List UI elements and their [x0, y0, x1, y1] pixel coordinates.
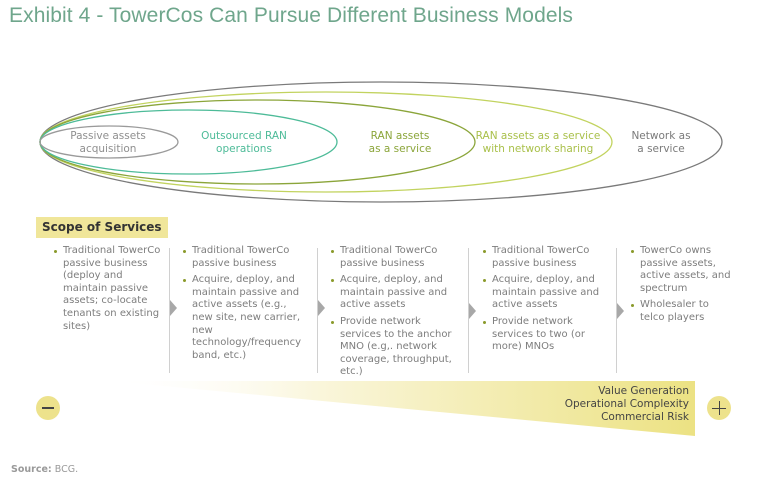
scope-bullet: Acquire, deploy, and maintain passive an… [483, 274, 605, 312]
model-label-line: operations [216, 143, 272, 155]
exhibit-title: Exhibit 4 - TowerCos Can Pursue Differen… [9, 4, 574, 27]
model-label-line: RAN assets [370, 130, 430, 142]
scope-bullet: Traditional TowerCo passive business [183, 245, 301, 270]
plus-icon [707, 396, 731, 420]
business-model-ellipses [39, 81, 723, 203]
scope-column-5: TowerCo owns passive assets, active asse… [631, 245, 731, 329]
bullet-text: Acquire, deploy, and maintain passive an… [192, 274, 302, 361]
scope-of-services-label: Scope of Services [36, 217, 168, 238]
scope-bullet: Wholesaler to telco players [631, 299, 731, 324]
bullet-dot-icon [331, 250, 334, 253]
bullet-dot-icon [631, 250, 634, 253]
model-label-ran-network-sharing: RAN assets as a service with network sha… [472, 130, 604, 156]
model-label-line: RAN assets as a service [475, 130, 601, 142]
source-note: Source: BCG. [11, 464, 78, 475]
bullet-text: Traditional TowerCo passive business [192, 245, 290, 269]
scope-bullet: Acquire, deploy, and maintain passive an… [331, 274, 461, 312]
model-label-line: acquisition [79, 143, 137, 155]
scope-column-4: Traditional TowerCo passive business Acq… [483, 245, 605, 358]
bullet-text: Acquire, deploy, and maintain passive an… [340, 274, 448, 311]
scope-column-2: Traditional TowerCo passive business Acq… [183, 245, 301, 366]
bullet-dot-icon [183, 279, 186, 283]
column-divider [468, 248, 469, 373]
metric-operational-complexity: Operational Complexity [564, 398, 689, 410]
metric-value-generation: Value Generation [598, 385, 689, 397]
minus-bar [42, 407, 54, 409]
bullet-text: Acquire, deploy, and maintain passive an… [492, 274, 600, 311]
source-label: Source: [11, 464, 52, 475]
scope-bullet: Traditional TowerCo passive business [483, 245, 605, 270]
scope-bullet: Traditional TowerCo passive business (de… [54, 245, 162, 333]
model-label-network-as-a-service: Network as a service [616, 130, 706, 156]
bullet-dot-icon [331, 279, 334, 283]
scope-bullet: Acquire, deploy, and maintain passive an… [183, 274, 301, 362]
bullet-text: Wholesaler to telco players [640, 299, 709, 323]
metrics-list: Value Generation Operational Complexity … [565, 385, 689, 424]
arrow-right-icon [318, 300, 325, 316]
bullet-text: Traditional TowerCo passive business [492, 245, 590, 269]
metric-commercial-risk: Commercial Risk [601, 411, 689, 423]
model-label-line: with network sharing [482, 143, 594, 155]
bullet-text: Provide network services to two (or more… [492, 315, 585, 353]
scope-bullet: Traditional TowerCo passive business [331, 245, 461, 270]
bullet-text: Provide network services to the anchor M… [340, 315, 452, 378]
column-divider [616, 248, 617, 373]
scope-column-3: Traditional TowerCo passive business Acq… [331, 245, 461, 383]
model-label-passive-assets: Passive assets acquisition [58, 130, 158, 156]
plus-bar-vertical [718, 401, 720, 415]
model-label-line: as a service [368, 143, 432, 155]
model-label-ran-assets: RAN assets as a service [345, 130, 455, 156]
model-label-line: a service [637, 143, 685, 155]
bullet-text: TowerCo owns passive assets, active asse… [640, 245, 731, 294]
column-divider [169, 248, 170, 373]
ellipse-passive-assets [39, 125, 179, 159]
intensity-wedge-shape [110, 381, 695, 436]
scope-column-1: Traditional TowerCo passive business (de… [54, 245, 162, 337]
bullet-dot-icon [631, 304, 634, 308]
model-label-line: Outsourced RAN [201, 130, 287, 142]
bullet-dot-icon [483, 320, 486, 324]
arrow-right-icon [170, 300, 177, 316]
bullet-dot-icon [183, 250, 186, 253]
bullet-text: Traditional TowerCo passive business [340, 245, 438, 269]
scope-bullet: Provide network services to the anchor M… [331, 316, 461, 379]
bullet-dot-icon [483, 279, 486, 283]
arrow-right-icon [469, 303, 476, 319]
scope-bullet: Provide network services to two (or more… [483, 316, 605, 354]
column-divider [317, 248, 318, 373]
bullet-dot-icon [331, 320, 334, 324]
bullet-dot-icon [483, 250, 486, 253]
bullet-dot-icon [54, 250, 57, 253]
arrow-right-icon [617, 303, 624, 319]
model-label-line: Passive assets [70, 130, 146, 142]
model-label-outsourced-ran: Outsourced RAN operations [188, 130, 300, 156]
model-label-line: Network as [631, 130, 691, 142]
bullet-text: Traditional TowerCo passive business (de… [63, 245, 161, 332]
source-text: BCG. [51, 464, 79, 475]
scope-bullet: TowerCo owns passive assets, active asse… [631, 245, 731, 295]
minus-icon [36, 396, 60, 420]
